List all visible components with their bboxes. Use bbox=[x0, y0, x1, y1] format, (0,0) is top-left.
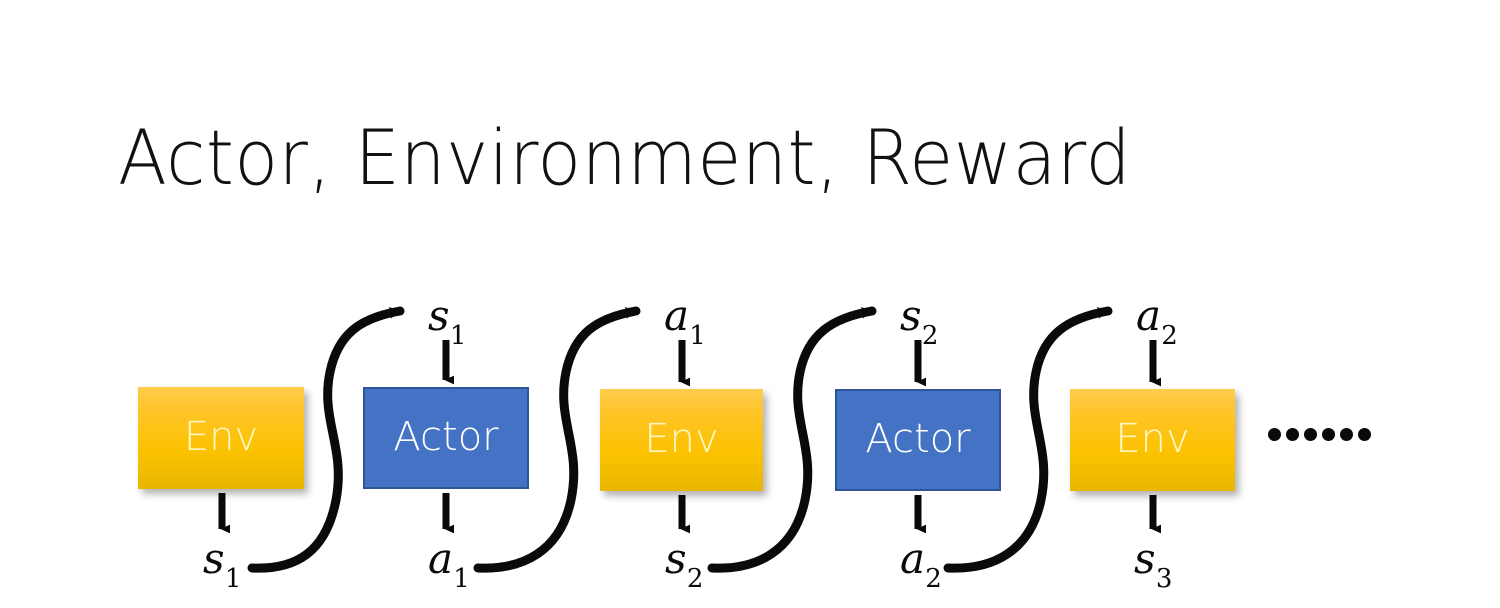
ellipsis-continuation bbox=[1268, 428, 1371, 441]
node-actor-1-label: Actor bbox=[393, 414, 499, 460]
ellipsis-dot bbox=[1268, 428, 1281, 441]
label-bottom-s1-subscript: 1 bbox=[224, 563, 242, 594]
label-bottom-a2-symbol: a bbox=[900, 534, 926, 583]
ellipsis-dot bbox=[1322, 428, 1335, 441]
node-actor-2[interactable]: Actor bbox=[835, 389, 1001, 491]
ellipsis-dot bbox=[1340, 428, 1353, 441]
label-bottom-a2: a2 bbox=[900, 538, 942, 592]
node-env-1[interactable]: Env bbox=[138, 387, 304, 489]
node-env-3[interactable]: Env bbox=[1070, 389, 1235, 491]
label-top-a1: a1 bbox=[664, 295, 706, 349]
ellipsis-dot bbox=[1286, 428, 1299, 441]
label-bottom-a2-subscript: 2 bbox=[925, 563, 942, 594]
label-top-a1-subscript: 1 bbox=[689, 320, 706, 351]
label-bottom-s3-symbol: s bbox=[1134, 534, 1156, 583]
node-env-2[interactable]: Env bbox=[600, 389, 763, 491]
label-bottom-s2: s2 bbox=[665, 538, 703, 592]
label-bottom-s2-subscript: 2 bbox=[686, 563, 704, 594]
node-actor-2-label: Actor bbox=[865, 416, 971, 462]
node-env-3-label: Env bbox=[1115, 416, 1190, 462]
node-env-1-label: Env bbox=[183, 414, 259, 460]
label-top-s1-symbol: s bbox=[428, 291, 450, 340]
node-actor-1[interactable]: Actor bbox=[363, 387, 529, 489]
label-top-s2-subscript: 2 bbox=[921, 320, 939, 351]
label-bottom-s1: s1 bbox=[203, 538, 241, 592]
ellipsis-dot bbox=[1358, 428, 1371, 441]
label-top-a2-symbol: a bbox=[1136, 291, 1162, 340]
label-top-s1: s1 bbox=[428, 295, 466, 349]
label-bottom-s2-symbol: s bbox=[665, 534, 687, 583]
label-top-s2-symbol: s bbox=[900, 291, 922, 340]
label-top-s1-subscript: 1 bbox=[449, 320, 467, 351]
label-bottom-s1-symbol: s bbox=[203, 534, 225, 583]
label-top-s2: s2 bbox=[900, 295, 938, 349]
label-bottom-a1: a1 bbox=[428, 538, 470, 592]
label-top-a2: a2 bbox=[1136, 295, 1178, 349]
ellipsis-dot bbox=[1304, 428, 1317, 441]
label-top-a1-symbol: a bbox=[664, 291, 690, 340]
label-bottom-a1-subscript: 1 bbox=[453, 563, 470, 594]
label-bottom-s3-subscript: 3 bbox=[1155, 563, 1173, 594]
node-env-2-label: Env bbox=[644, 416, 719, 462]
label-top-a2-subscript: 2 bbox=[1161, 320, 1178, 351]
page-title: Actor, Environment, Reward bbox=[118, 113, 1132, 202]
label-bottom-s3: s3 bbox=[1134, 538, 1172, 592]
label-bottom-a1-symbol: a bbox=[428, 534, 454, 583]
